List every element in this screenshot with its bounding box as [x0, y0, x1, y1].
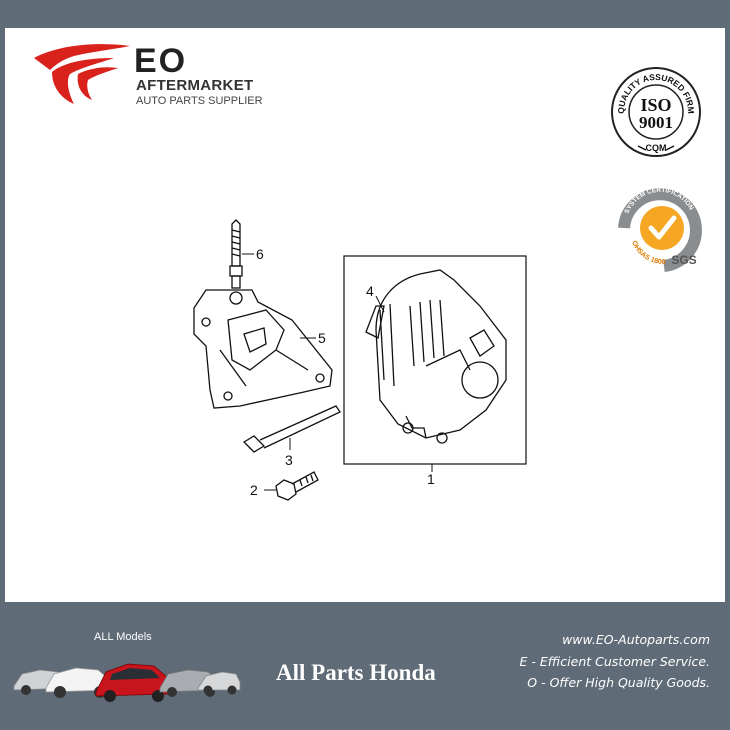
- stud-bolt-part: [229, 219, 243, 289]
- alternator-part: [365, 269, 507, 444]
- callout-3: 3: [285, 452, 293, 468]
- callout-1: 1: [427, 471, 435, 487]
- brand-logo[interactable]: EO AFTERMARKET AUTO PARTS SUPPLIER: [30, 40, 270, 110]
- slogan-e: E - Efficient Customer Service.: [519, 653, 710, 669]
- brand-name: EO: [134, 42, 188, 80]
- slogan-o: O - Offer High Quality Goods.: [527, 675, 710, 690]
- website-link[interactable]: www.EO-Autoparts.com: [562, 632, 710, 647]
- bracket-part: [193, 289, 333, 409]
- long-bolt-part: [242, 405, 341, 453]
- check-icon: [648, 215, 677, 240]
- short-bolt-part: [275, 471, 319, 501]
- models-label[interactable]: ALL Models: [94, 631, 152, 643]
- iso-check-icon: [637, 145, 675, 151]
- sgs-mark-text: SGS: [671, 253, 696, 267]
- callout-2: 2: [250, 482, 258, 498]
- car-silver-right-icon: [197, 671, 241, 695]
- honda-cars-image: [13, 663, 241, 702]
- brand-tagline: AFTERMARKET: [136, 77, 254, 94]
- brand-subtitle: AUTO PARTS SUPPLIER: [136, 95, 263, 107]
- footer-title: All Parts Honda: [276, 660, 436, 685]
- callout-line-4: [375, 295, 385, 313]
- ohsas-sgs-badge: SYSTEM CERTIFICATION OHSAS 18001 SGS: [618, 184, 702, 272]
- alternator-box: [343, 255, 527, 465]
- car-red-icon: [95, 663, 171, 702]
- footer-contact: www.EO-Autoparts.com E - Efficient Custo…: [519, 632, 710, 699]
- iso-number-text: 9001: [639, 113, 673, 132]
- alternator-parts-diagram: 6 5 3 2 4 1: [193, 219, 527, 501]
- iso-9001-badge: QUALITY ASSURED FIRM ISO 9001 CQM: [611, 67, 701, 157]
- callout-4: 4: [366, 283, 374, 299]
- callout-6: 6: [256, 246, 264, 262]
- callout-5: 5: [318, 330, 326, 346]
- content-panel: [5, 28, 725, 602]
- iso-main-text: ISO: [640, 95, 671, 115]
- iso-footer-text: CQM: [646, 143, 667, 153]
- wing-logo-icon: [34, 44, 130, 104]
